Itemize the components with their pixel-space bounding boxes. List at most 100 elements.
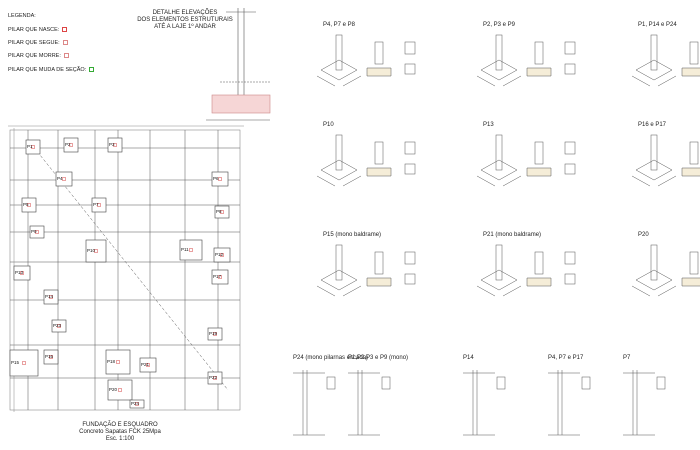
stirrup-detail (564, 251, 576, 265)
section-pillar (689, 41, 699, 65)
legend-item-segue: PILAR QUE SEGUE: (8, 40, 68, 46)
stirrup-detail (404, 163, 416, 175)
detail-title: P21 (mono baldrame) (483, 232, 542, 238)
detail-title: P20 (638, 232, 649, 238)
dimension-line (316, 175, 336, 187)
plan-pillar-marker (118, 388, 122, 392)
plan-pillar-label: P19 (209, 331, 218, 336)
section-pillar (689, 251, 699, 275)
dimension-line (631, 75, 651, 87)
section-pillar (534, 251, 544, 275)
plan-pillar-p20 (107, 379, 133, 401)
plan-pillar-p19 (207, 327, 223, 341)
dimension-line (631, 285, 651, 297)
plan-pillar-label: P8 (216, 209, 222, 214)
stirrup-detail (564, 273, 576, 285)
dimension-line (502, 175, 522, 187)
plan-pillar-label: P10 (87, 248, 96, 253)
pillar-stub (650, 34, 658, 71)
section-footing (681, 277, 700, 287)
detail-title: P15 (mono baldrame) (323, 232, 382, 238)
pillar-stub (335, 244, 343, 281)
plan-pillar-label: P1 (27, 144, 33, 149)
legend-label: PILAR QUE MUDA DE SEÇÃO: (8, 66, 87, 73)
plan-pillar-label: P13 (15, 270, 24, 275)
pillar-stub (335, 134, 343, 171)
elevation-detail (206, 8, 271, 121)
section-pillar (534, 141, 544, 165)
plan-pillar-p2 (63, 137, 79, 153)
plan-pillar-p21 (139, 357, 157, 373)
legend-marker (89, 67, 95, 72)
pillar-stub (650, 244, 658, 281)
footing-base (480, 269, 518, 291)
plan-pillar-p22 (207, 371, 223, 385)
plan-pillar-label: P2 (65, 142, 71, 147)
plan-pillar-p6 (211, 171, 229, 187)
plan-pillar-p3 (107, 137, 123, 153)
pillar-stub (335, 34, 343, 71)
plan-pillar-p14 (43, 289, 59, 305)
stirrup-detail (564, 163, 576, 175)
plan-pillar-label: P9 (31, 229, 37, 234)
stirrup-detail (656, 376, 666, 390)
plan-pillar-label: P22 (209, 375, 218, 380)
dimension-line (476, 175, 496, 187)
section-footing (366, 167, 392, 177)
plan-pillar-label: P12 (215, 252, 224, 257)
plan-pillar-p11 (179, 239, 203, 261)
dimension-line (657, 285, 677, 297)
plan-pillar-p17 (211, 269, 229, 285)
dimension-line (502, 75, 522, 87)
plan-pillar-label: P21 (141, 362, 150, 367)
plan-pillar-p13 (13, 265, 31, 281)
plan-pillar-label: P7 (93, 202, 99, 207)
dimension-line (342, 175, 362, 187)
stirrup-detail (564, 41, 576, 55)
plan-pillar-p23 (51, 319, 67, 333)
detail-title: P2, P3 e P9 (483, 22, 516, 28)
plan-pillar-p24 (129, 399, 145, 409)
detail-title: P16 e P17 (638, 122, 667, 128)
plan-pillar-marker (57, 324, 61, 328)
plan-pillar-p12 (213, 247, 231, 263)
section-footing (526, 167, 552, 177)
legend-label: PILAR QUE SEGUE: (8, 39, 60, 46)
section-footing (526, 277, 552, 287)
plan-pillar-marker (220, 210, 224, 214)
plan-pillar-marker (49, 295, 53, 299)
pillar-stub (650, 134, 658, 171)
plan-pillar-label: P5 (23, 202, 29, 207)
legend-item-muda: PILAR QUE MUDA DE SEÇÃO: (8, 66, 95, 73)
section-footing (681, 167, 700, 177)
detail-title: P14 (463, 355, 474, 361)
plan-pillar-label: P15 (11, 360, 20, 365)
plan-pillar-marker (97, 203, 101, 207)
stirrup-detail (564, 141, 576, 155)
section-pillar (374, 251, 384, 275)
footing-base (480, 59, 518, 81)
plan-pillar-p8 (214, 205, 230, 219)
plan-title-line: FUNDAÇÃO E ESQUADRO (82, 422, 158, 428)
dimension-line (476, 75, 496, 87)
pillar-stub (495, 134, 503, 171)
footing-base (320, 59, 358, 81)
footing-base (635, 159, 673, 181)
plan-pillar-p16 (43, 349, 59, 365)
detail-title: P1,P2,P3 e P9 (mono) (348, 355, 409, 361)
detail-title: P1, P14 e P24 (638, 22, 677, 28)
legend-marker (63, 53, 69, 58)
plan-title-line: Concreto Sapatas FCK 25Mpa (79, 429, 161, 436)
footing-base (480, 159, 518, 181)
plan-pillar-label: P6 (213, 176, 219, 181)
plan-pillar-marker (213, 376, 217, 380)
section-footing (366, 67, 392, 77)
stirrup-detail (404, 273, 416, 285)
section-footing (366, 277, 392, 287)
legend-marker (62, 27, 68, 32)
plan-pillar-p18 (105, 349, 131, 375)
plan-pillar-marker (135, 402, 139, 406)
dimension-line (502, 285, 522, 297)
plan-pillar-marker (31, 145, 35, 149)
